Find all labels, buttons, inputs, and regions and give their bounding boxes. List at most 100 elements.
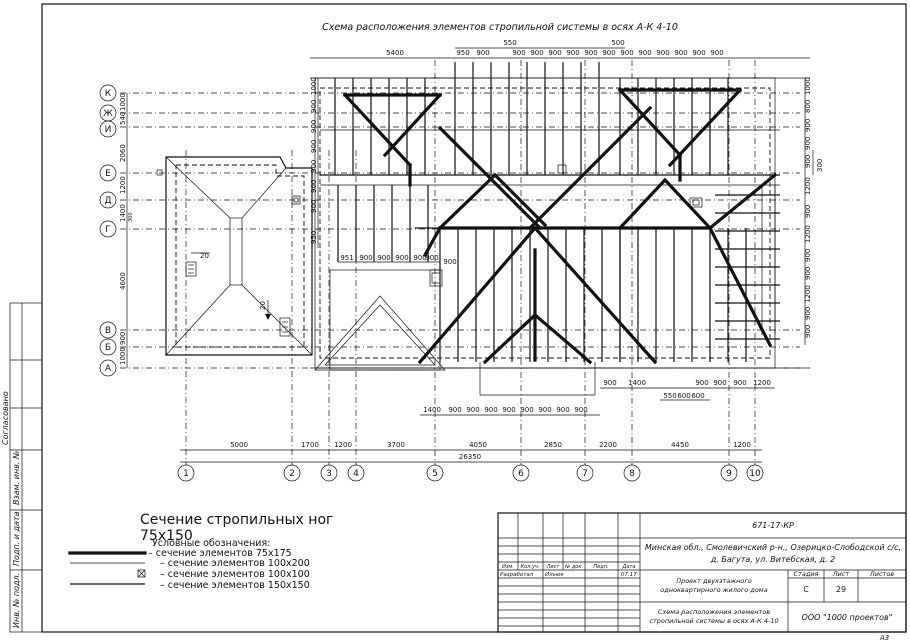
right-dim-900h: 900 [804, 325, 812, 338]
right-dim-1200a: 1200 [804, 177, 812, 195]
lr-dim-900a: 900 [603, 379, 616, 387]
side-replace: Взам. инв. № [12, 451, 21, 505]
left-dim-1400: 1400 [119, 204, 127, 222]
right-dim-1000: 1000 [804, 77, 812, 95]
left-dimensions: 1000 540 2060 1200 1400 4600 900 1000 30… [119, 93, 134, 368]
inner-dim-5: 900 [310, 160, 318, 173]
mid-dim-900e: 900 [425, 254, 438, 262]
legend-item-2: – сечение элементов 100х200 [160, 558, 310, 569]
top-dim-900m: 900 [710, 49, 723, 57]
axis-y-B: Б [105, 343, 111, 353]
section-size: 75x150 [140, 528, 193, 544]
lr-dim-600b: 600 [691, 392, 704, 400]
axis-x-9: 9 [726, 469, 732, 479]
mid-dim-900b: 900 [377, 254, 390, 262]
axis-bubbles-x: 1 2 3 4 5 6 7 8 9 10 [177, 464, 764, 482]
right-dim-900a: 900 [804, 119, 812, 132]
right-dim-1200c: 1200 [804, 285, 812, 303]
legend: Сечение стропильных ног 75x150 Условные … [68, 512, 333, 591]
axis-y-E: Е [105, 169, 111, 179]
right-dimensions: 1000 800 900 900 900 1200 900 1200 900 9… [804, 77, 824, 345]
axis-bubbles-y: К Ж И Е Д Г В Б А [99, 84, 117, 377]
inner-dim-950: 950 [310, 231, 318, 244]
slope-label-2: 20 [259, 301, 267, 310]
low-dim-900c: 900 [484, 406, 497, 414]
bottom-dim-4450: 4450 [671, 441, 689, 449]
bottom-dim-1200a: 1200 [334, 441, 352, 449]
stamp-col-koluch: Кол.уч. [521, 564, 540, 570]
top-dim-900c: 900 [530, 49, 543, 57]
left-dim-1000: 1000 [119, 93, 127, 111]
top-dim-900b: 900 [512, 49, 525, 57]
stamp-col-izm: Изм. [502, 564, 514, 570]
stamp-code: 671-17-КР [752, 521, 794, 530]
legend-item-3: – сечение элементов 100х100 [160, 569, 310, 580]
top-dim-900g: 900 [602, 49, 615, 57]
legend-title: Условные обозначения: [152, 538, 270, 549]
mid-dimensions: 951 900 900 900 900 900 900 [338, 254, 457, 266]
stamp-address-1: Минская обл., Смолевичский р-н., Озерицк… [645, 543, 901, 552]
axis-x-1: 1 [183, 469, 189, 479]
stamp-project-2: одноквартирного жилого дома [660, 586, 767, 594]
low-dim-900g: 900 [556, 406, 569, 414]
axis-y-A: А [105, 364, 112, 374]
axis-y-G: Г [105, 225, 111, 235]
lr-dim-900b: 900 [695, 379, 708, 387]
lr-dim-1200: 1200 [753, 379, 771, 387]
lr-dim-550: 550 [663, 392, 676, 400]
axis-y-D: Д [104, 196, 111, 206]
stamp-date: 07.17 [621, 572, 637, 578]
legend-cross-icon [137, 569, 146, 578]
top-dim-550: 550 [503, 39, 516, 47]
left-dim-1000b: 1000 [119, 347, 127, 365]
rafter-framework [310, 62, 810, 396]
top-dim-900f: 900 [584, 49, 597, 57]
low-dim-900e: 900 [520, 406, 533, 414]
inner-dim-6: 900 [310, 180, 318, 193]
right-dim-800: 800 [804, 100, 812, 113]
side-stamp: Согласовано Взам. инв. № Подп. и дата Ин… [1, 302, 43, 633]
bottom-dimensions: 5000 1700 1200 3700 4050 2850 2200 4450 … [180, 441, 762, 463]
title-block: 671-17-КР Минская обл., Смолевичский р-н… [497, 512, 907, 633]
left-dim-900: 900 [119, 332, 127, 345]
axis-x-3: 3 [326, 469, 332, 479]
bottom-dim-3700: 3700 [387, 441, 405, 449]
bottom-dim-5000: 5000 [230, 441, 248, 449]
axis-x-2: 2 [289, 469, 295, 479]
lower-right-dimensions: 900 1400 900 900 900 1200 550 600 600 [600, 379, 775, 401]
stamp-stage: С [803, 585, 809, 594]
slope-label-1: 20 [200, 252, 209, 260]
left-roof-plan: 20 20 [156, 156, 313, 356]
stamp-col-doc: № док. [564, 564, 583, 570]
lower-dimensions: 1400 900 900 900 900 900 900 900 900 [420, 406, 600, 416]
lr-dim-1400: 1400 [628, 379, 646, 387]
left-dim-4600: 4600 [119, 272, 127, 290]
mid-dim-900a: 900 [359, 254, 372, 262]
bottom-dim-2850: 2850 [544, 441, 562, 449]
inner-left-dimensions: 1000 900 900 900 900 900 900 950 [310, 77, 319, 248]
bottom-dim-total: 26350 [459, 453, 481, 461]
inner-dim-7: 900 [310, 200, 318, 213]
right-dim-900c: 900 [804, 155, 812, 168]
stamp-project-1: Проект двухэтажного [676, 577, 752, 585]
axis-x-8: 8 [629, 469, 635, 479]
mid-dim-900f: 900 [443, 258, 456, 266]
axis-x-5: 5 [432, 469, 438, 479]
inner-dim-2: 900 [310, 100, 318, 113]
top-dim-950: 950 [456, 49, 469, 57]
axis-y-K: К [105, 89, 112, 99]
axis-lines-vertical [185, 60, 756, 465]
side-sign-date: Подп. и дата [12, 511, 21, 566]
bottom-dim-1200b: 1200 [733, 441, 751, 449]
axis-x-10: 10 [749, 469, 761, 479]
bottom-dim-2200: 2200 [599, 441, 617, 449]
sheet-format: А3 [879, 634, 889, 642]
left-dim-300: 300 [128, 212, 134, 222]
top-dim-900l: 900 [692, 49, 705, 57]
stamp-address-2: д. Багута, ул. Витебская, д. 2 [710, 555, 835, 564]
top-dim-900e: 900 [566, 49, 579, 57]
low-dim-1400: 1400 [423, 406, 441, 414]
drawing-title: Схема расположения элементов стропильной… [322, 22, 678, 33]
lr-dim-600a: 600 [677, 392, 690, 400]
right-dim-900d: 900 [804, 205, 812, 218]
